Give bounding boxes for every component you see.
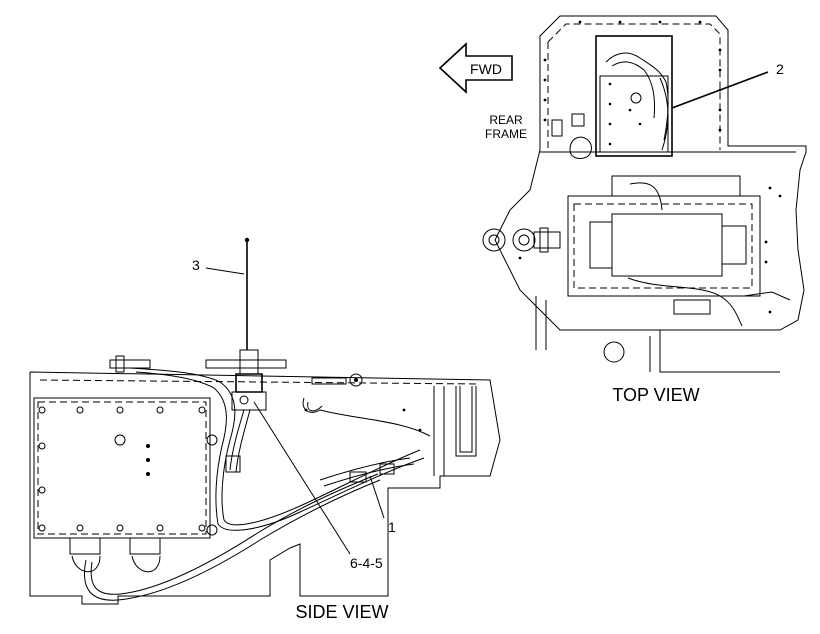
- callout-3: 3: [192, 257, 200, 273]
- forward-arrow-label: FWD: [470, 61, 502, 77]
- side-view: [29, 237, 501, 605]
- top-view-title: TOP VIEW: [612, 385, 699, 405]
- antenna-base: [231, 349, 267, 411]
- radio-panel: [595, 35, 673, 157]
- articulation-hitch: [482, 227, 561, 253]
- forward-arrow-icon: FWD: [438, 42, 513, 94]
- top-view: [482, 15, 807, 373]
- rear-frame-label-line-2: FRAME: [485, 127, 527, 141]
- leader-6-4-5: [253, 401, 351, 555]
- callout-2: 2: [776, 61, 784, 77]
- side-view-title: SIDE VIEW: [295, 602, 388, 622]
- side-plate: [33, 397, 211, 539]
- callout-1: 1: [388, 519, 396, 535]
- leader-1: [369, 475, 385, 519]
- rear-frame-label-line-1: REAR: [489, 113, 523, 127]
- callout-6-4-5: 6-4-5: [350, 555, 383, 571]
- plate-bolts: [38, 406, 218, 536]
- leader-3: [205, 267, 245, 275]
